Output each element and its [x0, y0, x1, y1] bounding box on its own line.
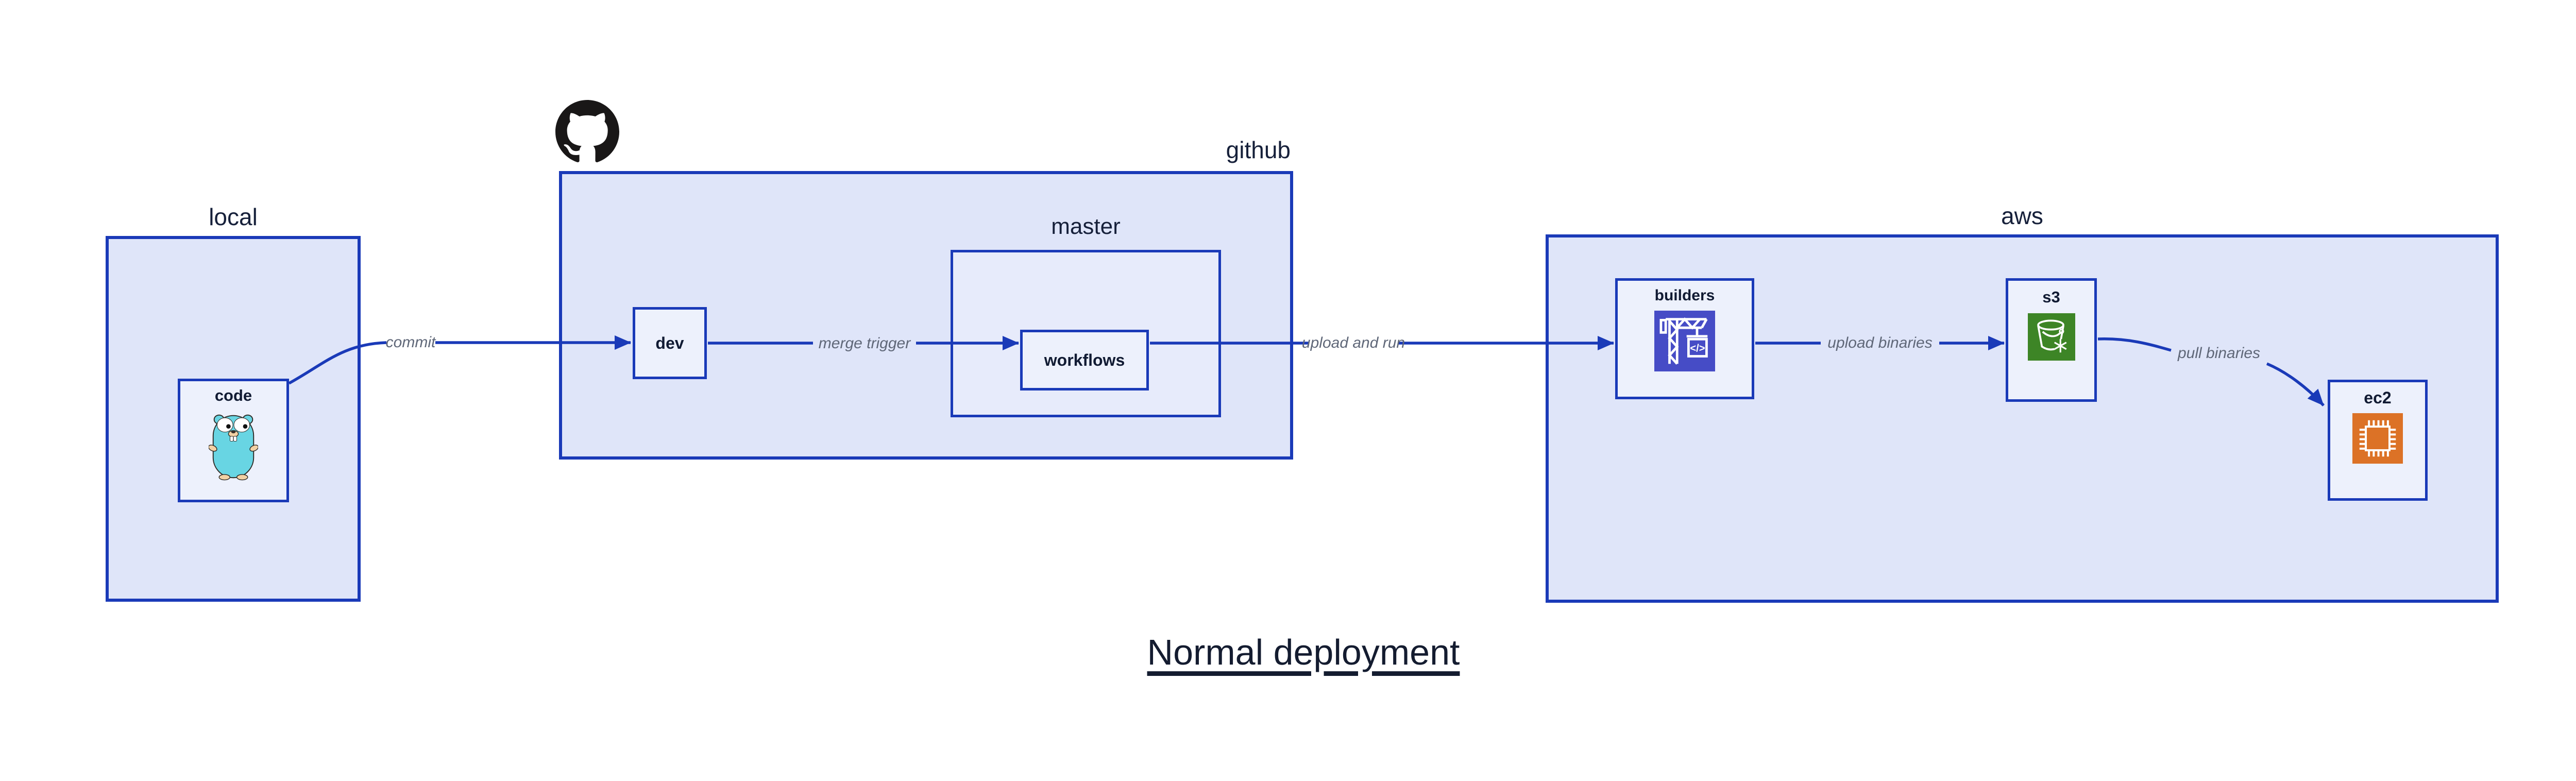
box-s3: s3 [2006, 278, 2097, 402]
codebuild-crane-icon: </> [1654, 311, 1715, 371]
svg-text:</>: </> [1690, 343, 1705, 354]
go-gopher-icon [209, 414, 258, 481]
ec2-label: ec2 [2364, 388, 2392, 407]
edge-label-upload-binaries: upload binaries [1827, 334, 1933, 351]
box-ec2: ec2 [2328, 380, 2428, 501]
dev-label: dev [655, 334, 684, 352]
s3-bucket-icon [2027, 313, 2075, 361]
box-workflows: workflows [1020, 330, 1149, 390]
github-group-label: github [1226, 137, 1291, 163]
master-group-label: master [1051, 214, 1121, 239]
s3-label: s3 [2042, 288, 2060, 306]
ec2-chip-icon [2352, 413, 2403, 464]
edge-label-commit: commit [385, 334, 436, 351]
box-code: code [178, 379, 289, 502]
local-group-label: local [209, 203, 258, 230]
edge-label-pull-binaries: pull binaries [2177, 345, 2261, 362]
diagram-title: Normal deployment [1147, 632, 1460, 672]
workflows-label: workflows [1044, 351, 1125, 369]
box-dev: dev [633, 307, 707, 379]
github-octocat-icon [555, 100, 619, 162]
edge-label-merge-trigger: merge trigger [818, 335, 911, 352]
builders-label: builders [1654, 287, 1715, 304]
code-label: code [214, 386, 252, 404]
edge-label-upload-and-run: upload and run [1301, 334, 1405, 351]
box-builders: builders </> [1615, 278, 1754, 399]
aws-group-label: aws [2001, 202, 2043, 229]
